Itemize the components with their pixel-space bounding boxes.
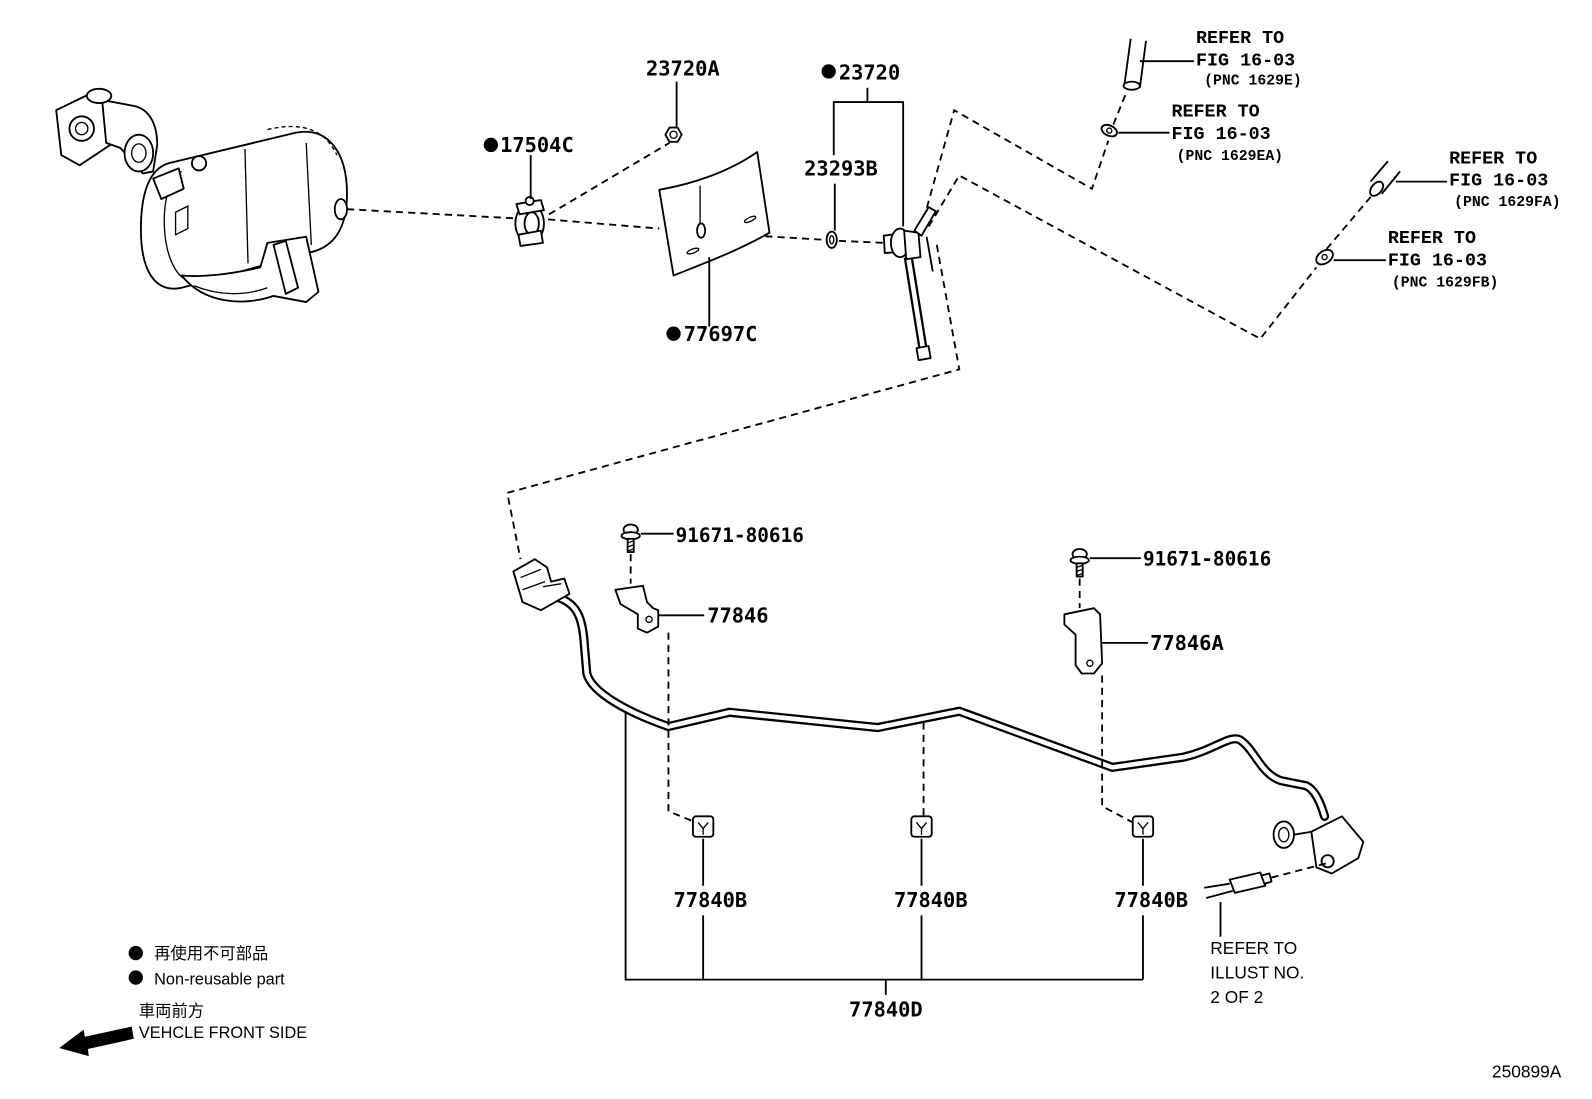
harness-clamp-77840b-right [1131, 815, 1155, 838]
assembly-line-bracket-left-to-clamp [667, 632, 697, 824]
reference-line1: REFER TO [1388, 228, 1476, 249]
label-77840b-middle: 77840B [894, 888, 968, 912]
harness-connector-sensor-side [512, 558, 571, 612]
label-bolt-left: 91671-80616 [676, 524, 804, 547]
label-77840d: 77840D [849, 997, 923, 1021]
illustration-reference-line2: ILLUST NO. [1210, 963, 1304, 983]
non-reusable-marker-icon [483, 137, 499, 153]
illustration-reference: REFER TO ILLUST NO. 2 OF 2 [1210, 938, 1304, 1007]
label-23293b: 23293B [804, 157, 878, 181]
reference-line2: FIG 16-03 [1196, 50, 1295, 71]
direction-text-en: VEHCLE FRONT SIDE [139, 1024, 307, 1042]
assembly-line-insulator-to-gasket [704, 231, 825, 241]
drawing-number: 250899A [1492, 1062, 1562, 1082]
legend: 再使用不可部品 Non-reusable part [128, 945, 285, 989]
assembly-line-bracket-right-to-clamp [1101, 675, 1134, 824]
assembly-line-gasket-to-sensor [838, 239, 884, 244]
filled-circle-icon [128, 945, 143, 961]
direction-text-jp: 車両前方 [139, 1002, 204, 1020]
heat-insulator-77697c [658, 151, 771, 277]
non-reusable-marker-icon [666, 326, 681, 341]
reference-line2: FIG 16-03 [1449, 171, 1548, 192]
label-bolt-right: 91671-80616 [1143, 547, 1271, 570]
reference-1629e: REFER TO FIG 16-03 (PNC 1629E) [1196, 28, 1302, 90]
hose-end-1629fa [1369, 160, 1401, 197]
exhaust-gas-temperature-sensor-23720 [882, 206, 937, 362]
label-23720a: 23720A [646, 57, 720, 81]
illustration-reference-line3: 2 OF 2 [1210, 987, 1263, 1007]
converter-assembly-illustration [55, 87, 348, 303]
legend-text-jp: 再使用不可部品 [154, 945, 268, 963]
harness-clamp-77840b-middle [910, 815, 933, 838]
reference-line1: REFER TO [1172, 101, 1260, 122]
hose-clip-1629fb [1315, 248, 1334, 266]
vehicle-front-indicator: 車両前方 VEHCLE FRONT SIDE [59, 1002, 307, 1057]
legend-text-en: Non-reusable part [154, 971, 285, 989]
assembly-line-connector-mate [1271, 862, 1327, 879]
arrow-front-icon [59, 1026, 134, 1057]
reference-1629fa: REFER TO FIG 16-03 (PNC 1629FA) [1449, 148, 1561, 211]
reference-1629ea: REFER TO FIG 16-03 (PNC 1629EA) [1172, 101, 1284, 165]
sensor-clamp-17504c [514, 196, 545, 247]
reference-pnc: (PNC 1629FA) [1454, 195, 1560, 211]
assembly-line-clamp-to-nut [548, 142, 670, 216]
wire-harness-77840d [554, 593, 1330, 821]
gasket-23293b [825, 230, 838, 249]
hose-end-1629e [1122, 38, 1147, 91]
label-77840b-right: 77840B [1114, 888, 1188, 912]
reference-line1: REFER TO [1196, 28, 1284, 49]
assembly-line-clip-to-hose-f [1325, 195, 1373, 250]
reference-line2: FIG 16-03 [1172, 124, 1271, 145]
reference-line1: REFER TO [1449, 148, 1537, 169]
filled-circle-icon [128, 970, 143, 985]
bolt-91671-80616-left [620, 523, 641, 553]
nut-23720a [664, 126, 683, 143]
label-17504c: 17504C [500, 133, 574, 157]
reference-pnc: (PNC 1629EA) [1177, 149, 1283, 165]
label-77846: 77846 [707, 603, 768, 627]
assembly-line-sensor-to-hose-f [927, 174, 1318, 340]
bolt-91671-80616-right [1069, 548, 1090, 578]
non-reusable-marker-icon [821, 64, 836, 79]
bracket-77846 [614, 584, 660, 634]
reference-line2: FIG 16-03 [1388, 250, 1487, 271]
leader-77840b-clamps [702, 838, 1144, 886]
assembly-line-sensor-to-harness [506, 244, 961, 560]
bracket-77846a [1063, 607, 1104, 675]
label-77846a: 77846A [1150, 631, 1224, 655]
reference-1629fb: REFER TO FIG 16-03 (PNC 1629FB) [1388, 228, 1499, 292]
leader-23720-bracket [832, 87, 905, 227]
assembly-line-sensor-to-hose-e [922, 108, 1110, 220]
mating-wire-connector [1204, 871, 1273, 899]
label-23720: 23720 [839, 61, 900, 85]
reference-pnc: (PNC 1629FB) [1392, 276, 1498, 292]
harness-connector-body-side [1272, 815, 1365, 875]
label-77840b-left: 77840B [674, 888, 748, 912]
reference-pnc: (PNC 1629E) [1204, 74, 1302, 90]
leader-77840d-bracket [624, 711, 1144, 995]
hose-clip-1629ea [1100, 123, 1118, 138]
assembly-line-clip-to-hose-e [1112, 91, 1128, 125]
assembly-line-clamp-to-insulator [547, 218, 660, 230]
harness-clamp-77840b-left [692, 815, 715, 838]
assembly-line-converter-to-clamp [346, 208, 516, 220]
illustration-reference-line1: REFER TO [1210, 938, 1297, 958]
label-77697c: 77697C [684, 322, 758, 346]
